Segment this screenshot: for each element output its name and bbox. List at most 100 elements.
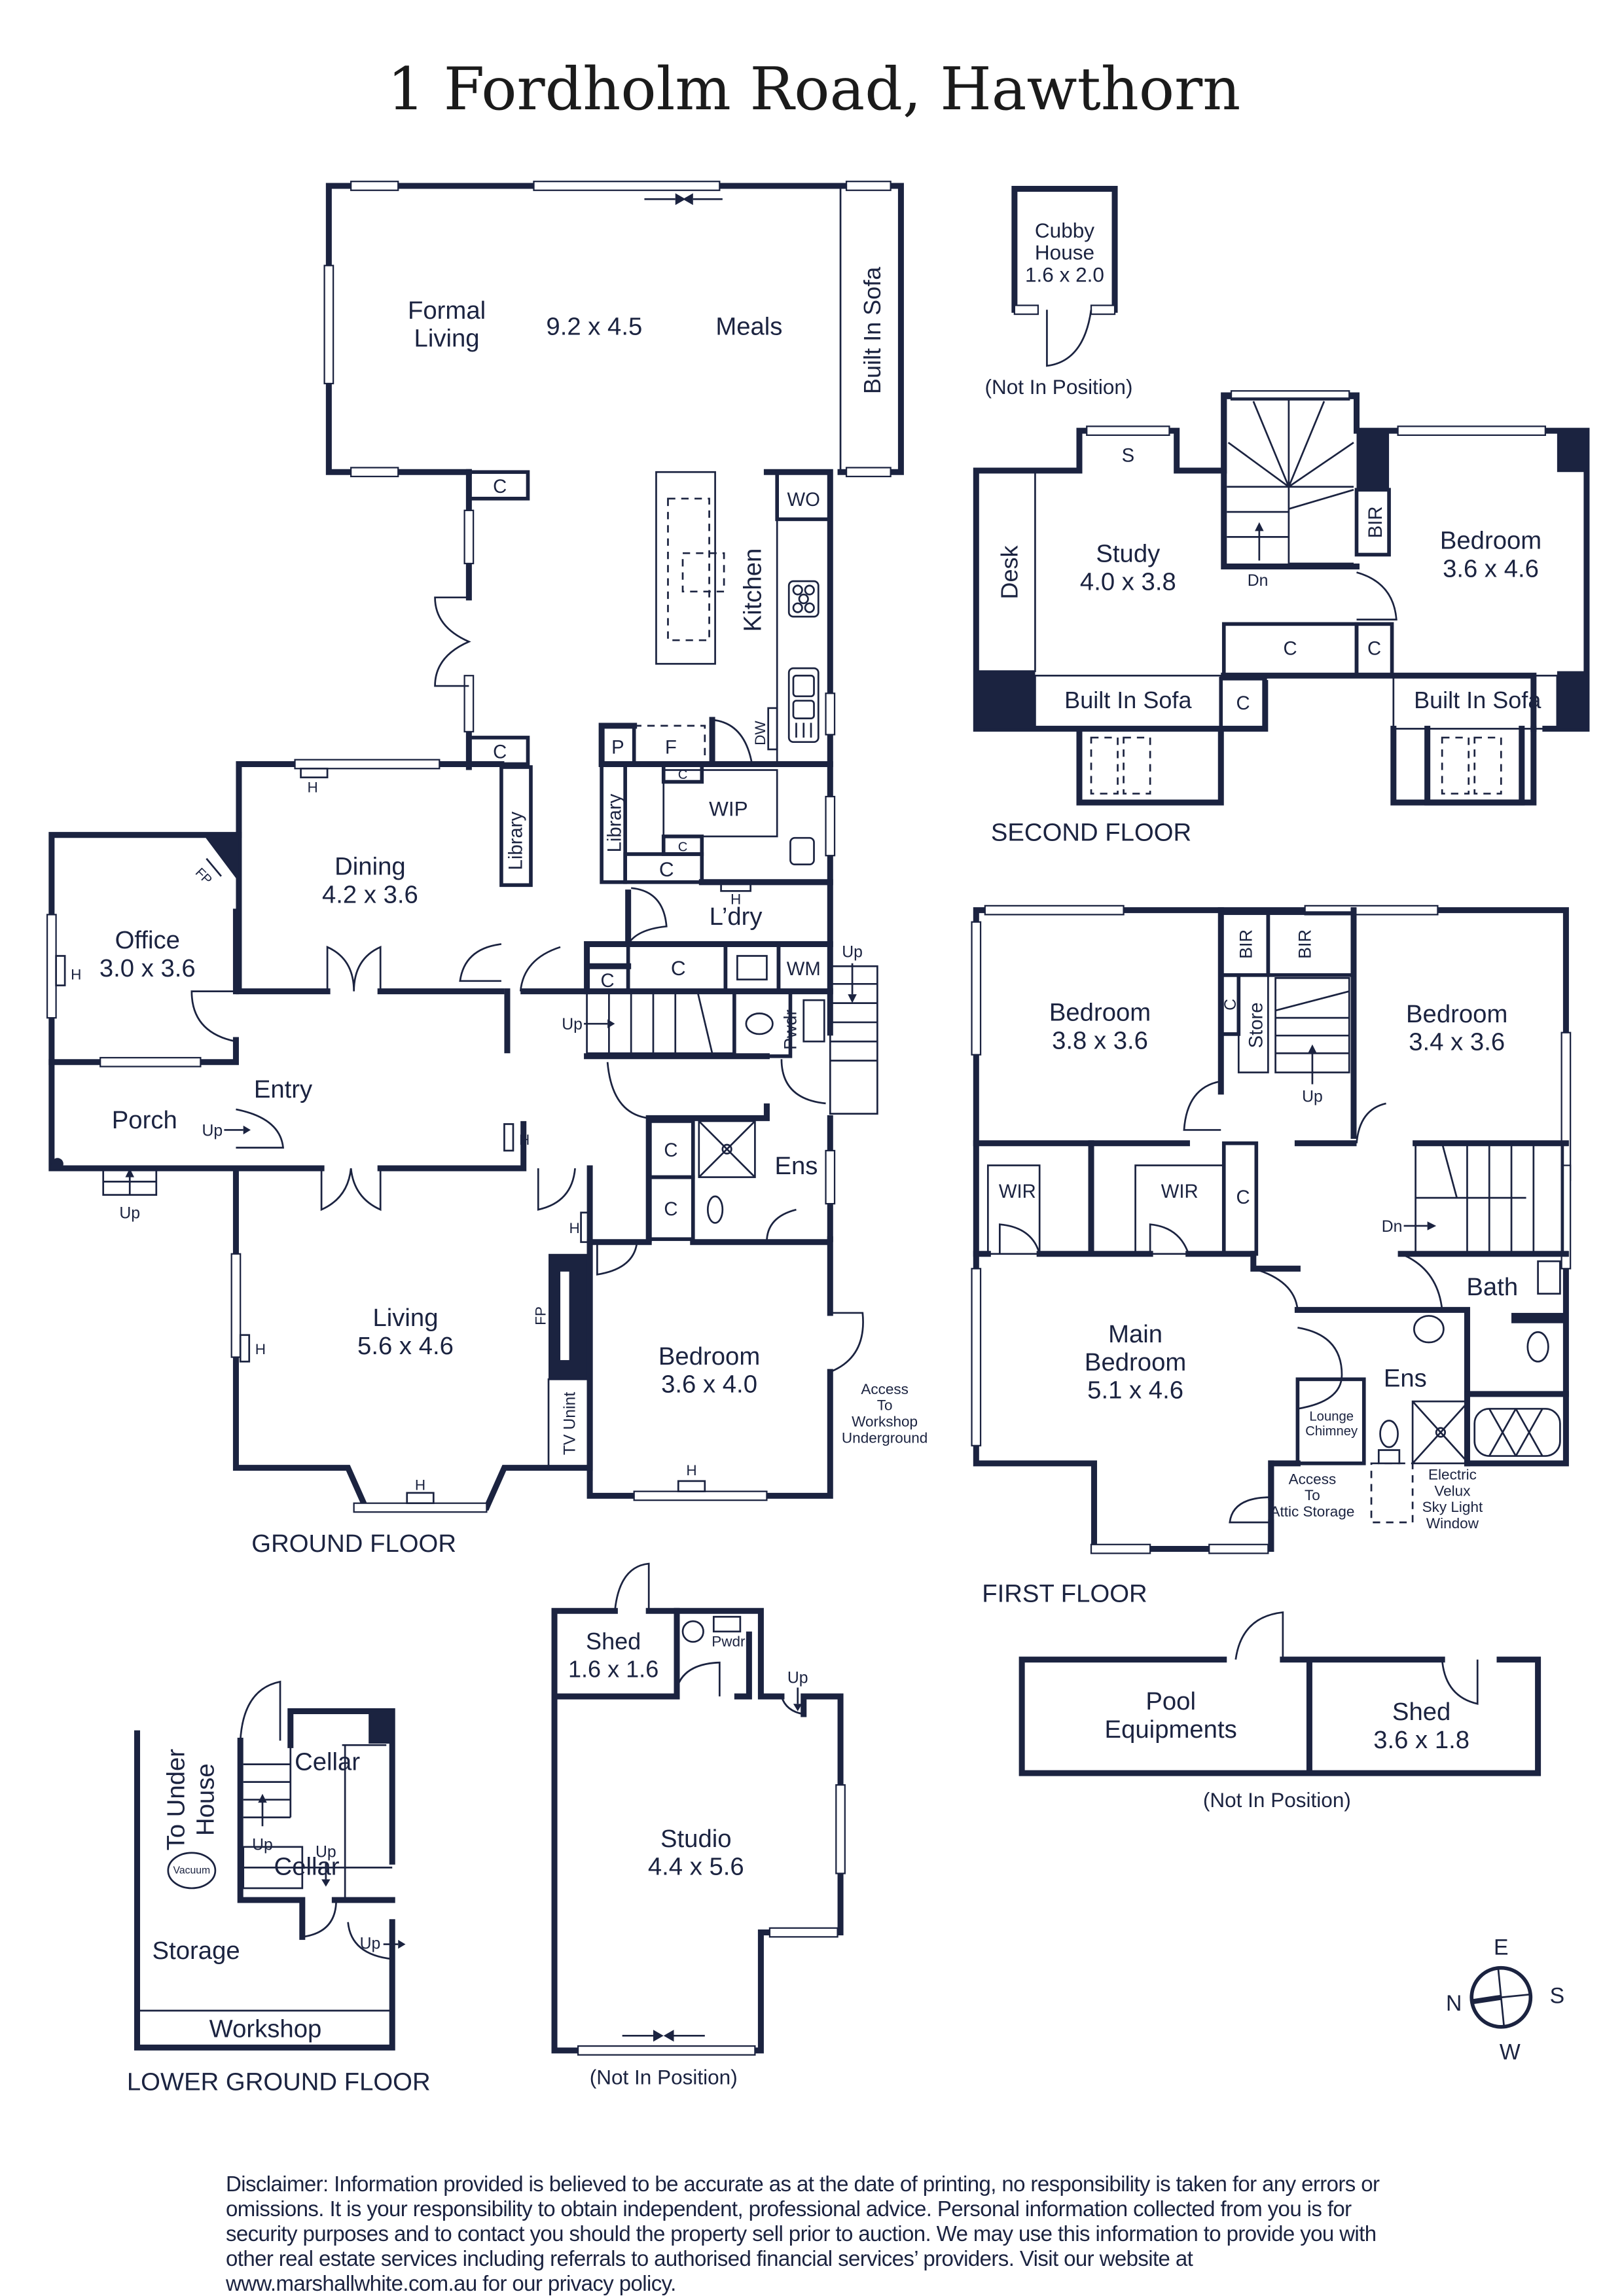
room-formal-living-meals bbox=[323, 181, 904, 478]
closet-label: C bbox=[671, 956, 686, 980]
built-in-sofa-label: Built In Sofa bbox=[1064, 687, 1192, 713]
main-bedroom-dims: 5.1 x 4.6 bbox=[1087, 1376, 1183, 1405]
desk-label: Desk bbox=[996, 545, 1022, 599]
bedroom-ground-dims: 3.6 x 4.0 bbox=[661, 1371, 757, 1399]
svg-text:Workshop: Workshop bbox=[852, 1413, 918, 1429]
compass-n: N bbox=[1446, 1991, 1462, 2016]
heater-label: H bbox=[730, 891, 741, 908]
cellar-label-2: Cellar bbox=[274, 1853, 340, 1881]
heater-label: H bbox=[255, 1341, 266, 1357]
studio: Pwdr Shed 1.6 x 1.6 Up Studio 4.4 x 5.6 … bbox=[551, 1562, 846, 2089]
page-title: 1 Fordholm Road, Hawthorn bbox=[387, 55, 1241, 124]
closet-label: C bbox=[493, 741, 507, 762]
s-label: S bbox=[1122, 444, 1135, 466]
store-label: Store bbox=[1245, 1002, 1267, 1048]
svg-text:Sky Light: Sky Light bbox=[1422, 1499, 1483, 1515]
lower-ground-floor-label: LOWER GROUND FLOOR bbox=[127, 2068, 431, 2096]
heater-label: H bbox=[519, 1132, 530, 1148]
pool-label: Pool bbox=[1145, 1687, 1196, 1715]
sink-icon bbox=[787, 667, 820, 744]
closet-label: C bbox=[1236, 692, 1250, 714]
compass-s: S bbox=[1550, 1984, 1565, 2009]
closet-label: C bbox=[678, 768, 688, 782]
ground-floor-label: GROUND FLOOR bbox=[251, 1530, 456, 1558]
bedroom-first-a-dims: 3.8 x 3.6 bbox=[1052, 1026, 1148, 1054]
compass-w: W bbox=[1500, 2039, 1521, 2064]
disclaimer-text: Disclaimer: Information provided is beli… bbox=[226, 2172, 1380, 2295]
sliding-door-arrows-icon bbox=[644, 193, 723, 206]
wo-label: WO bbox=[787, 489, 820, 511]
svg-text:Velux: Velux bbox=[1434, 1482, 1471, 1499]
bath-label: Bath bbox=[1466, 1273, 1518, 1301]
up-label: Up bbox=[252, 1836, 273, 1854]
lounge-chimney-label: Lounge bbox=[1309, 1409, 1354, 1424]
fp-label: FP bbox=[533, 1306, 549, 1325]
closet-label: C bbox=[1222, 999, 1240, 1011]
bir-label: BIR bbox=[1295, 929, 1315, 959]
cubby-dims: 1.6 x 2.0 bbox=[1025, 262, 1104, 286]
entry-label: Entry bbox=[254, 1075, 313, 1103]
porch-label: Porch bbox=[112, 1106, 177, 1134]
skylight-label: Electric Velux Sky Light Window bbox=[1422, 1467, 1483, 1532]
office-dims: 3.0 x 3.6 bbox=[99, 954, 196, 982]
shower-icon bbox=[1411, 1400, 1470, 1465]
bedroom-second-dims: 3.6 x 4.6 bbox=[1443, 554, 1539, 583]
up-label: Up bbox=[1302, 1088, 1323, 1106]
up-label: Up bbox=[562, 1016, 583, 1033]
library-label-a: Library bbox=[505, 812, 526, 870]
closet-label: C bbox=[659, 857, 674, 881]
dining-dims: 4.2 x 3.6 bbox=[322, 880, 418, 908]
access-workshop-label: Access To Workshop Underground bbox=[842, 1381, 928, 1446]
bedroom-first-b-dims: 3.4 x 3.6 bbox=[1409, 1028, 1505, 1056]
svg-text:Underground: Underground bbox=[842, 1429, 928, 1446]
main-bedroom-label: Main bbox=[1108, 1320, 1162, 1348]
bedroom-first-b-label: Bedroom bbox=[1406, 1000, 1507, 1028]
dw-label: DW bbox=[752, 721, 768, 745]
office-label: Office bbox=[115, 926, 180, 954]
kitchen-label: Kitchen bbox=[738, 548, 766, 632]
workshop-label: Workshop bbox=[209, 2015, 322, 2043]
first-floor-label: FIRST FLOOR bbox=[982, 1580, 1147, 1608]
svg-text:Access: Access bbox=[861, 1381, 909, 1397]
pantry-label: P bbox=[611, 737, 624, 759]
lower-ground-floor: Up Up Cellar Cellar Up To Under House Va… bbox=[127, 1680, 431, 2096]
shed-dims: 3.6 x 1.8 bbox=[1373, 1726, 1469, 1754]
staircase-icon bbox=[1274, 977, 1350, 1073]
closet-label: C bbox=[664, 1139, 677, 1161]
storage-label: Storage bbox=[153, 1937, 240, 1965]
studio-note: (Not In Position) bbox=[590, 2066, 738, 2089]
studio-label: Studio bbox=[660, 1825, 732, 1853]
first-floor: Bedroom 3.8 x 3.6 Bedroom 3.4 x 3.6 BIR … bbox=[971, 905, 1572, 1608]
meals-label: Meals bbox=[715, 313, 782, 341]
bedroom-second-label: Bedroom bbox=[1440, 526, 1541, 554]
pool-label-2: Equipments bbox=[1105, 1715, 1237, 1744]
svg-text:Electric: Electric bbox=[1428, 1467, 1477, 1483]
heater-label: H bbox=[307, 779, 317, 795]
heater-label: H bbox=[415, 1477, 425, 1493]
studio-shed-label: Shed bbox=[586, 1628, 641, 1655]
second-floor-label: SECOND FLOOR bbox=[991, 819, 1191, 847]
cubby-house: Cubby House 1.6 x 2.0 (Not In Position) bbox=[984, 185, 1132, 399]
svg-text:To: To bbox=[877, 1397, 893, 1414]
studio-shed-dims: 1.6 x 1.6 bbox=[568, 1656, 658, 1683]
closet-label: C bbox=[1367, 638, 1381, 660]
ens-label: Ens bbox=[1384, 1365, 1427, 1393]
bedroom-ground-label: Bedroom bbox=[658, 1342, 760, 1371]
compass-e: E bbox=[1494, 1935, 1509, 1960]
studio-dims: 4.4 x 5.6 bbox=[648, 1853, 744, 1881]
spiral-staircase-icon bbox=[1227, 397, 1354, 565]
study-dims: 4.0 x 3.8 bbox=[1080, 568, 1176, 596]
tv-unit-label: TV Unint bbox=[562, 1392, 579, 1455]
open-plan-dims: 9.2 x 4.5 bbox=[546, 313, 642, 341]
up-label: Up bbox=[787, 1670, 808, 1687]
studio-pwdr-label: Pwdr bbox=[712, 1633, 746, 1649]
bir-label: BIR bbox=[1365, 506, 1386, 538]
ground-floor: Formal Living 9.2 x 4.5 Meals Built In S… bbox=[46, 181, 928, 1558]
up-label: Up bbox=[202, 1122, 223, 1139]
wip-label: WIP bbox=[709, 797, 748, 820]
pwdr-label: Pwdr bbox=[780, 1009, 800, 1050]
compass-icon: E N S W bbox=[1446, 1935, 1564, 2064]
library-label-b: Library bbox=[604, 794, 625, 853]
formal-living-label: Formal bbox=[408, 296, 486, 325]
